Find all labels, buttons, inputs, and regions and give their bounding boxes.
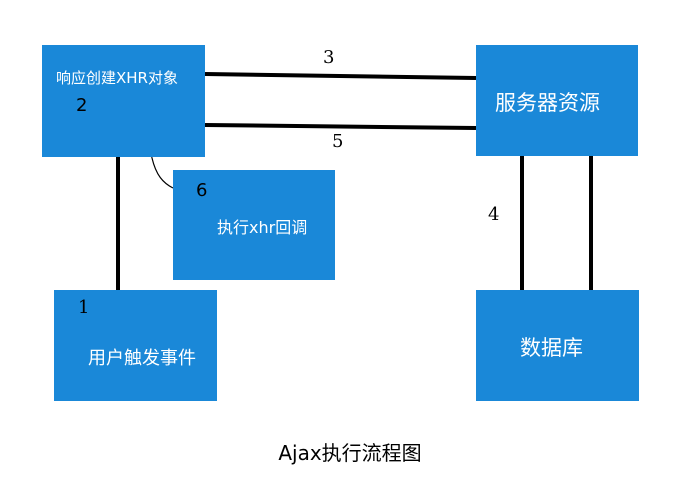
server-node: 服务器资源 [476,45,638,156]
step-label-4: 4 [488,204,500,225]
diagram-caption: Ajax执行流程图 [278,441,422,465]
trigger-node: 用户触发事件 [54,290,217,401]
database-node-label: 数据库 [520,336,583,360]
xhr-node-label: 响应创建XHR对象 [56,69,178,87]
callback-node-label: 执行xhr回调 [217,218,308,237]
step-label-2: 2 [76,95,88,116]
step-label-1: 1 [78,297,90,318]
response-line [204,123,477,130]
server-node-label: 服务器资源 [495,91,600,115]
database-node: 数据库 [476,290,639,401]
step-label-3: 3 [323,47,335,68]
trigger-node-label: 用户触发事件 [88,348,196,369]
callback-node: 执行xhr回调 [173,170,335,280]
step-label-6: 6 [196,180,208,201]
xhr-node: 响应创建XHR对象 [42,45,205,157]
step-label-5: 5 [332,131,344,152]
request-line [204,72,477,80]
